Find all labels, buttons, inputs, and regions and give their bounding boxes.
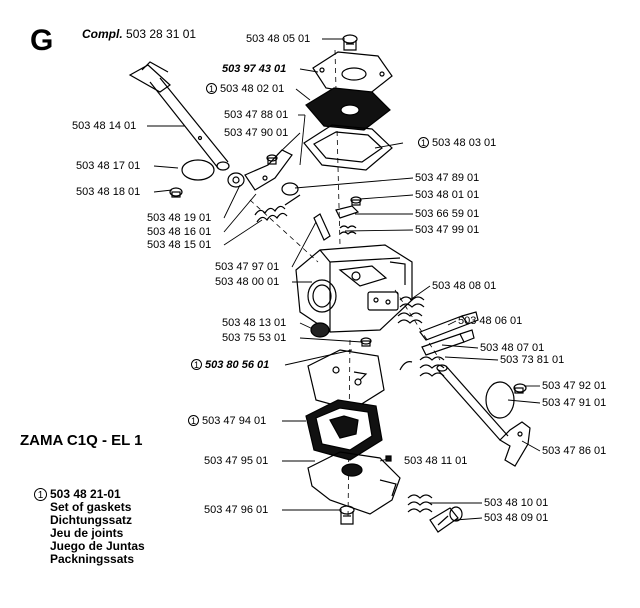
part-label: 503 66 59 01 bbox=[415, 208, 480, 220]
top-screw-part bbox=[342, 34, 358, 51]
part-label: 503 48 13 01 bbox=[222, 317, 287, 329]
nut-part bbox=[310, 322, 330, 338]
part-label: 503 48 18 01 bbox=[76, 186, 141, 198]
throttle-shaft-part bbox=[128, 61, 230, 171]
part-label: 503 47 91 01 bbox=[542, 397, 607, 409]
shaft-bushing-part bbox=[281, 182, 299, 196]
part-label: 503 48 09 01 bbox=[484, 512, 549, 524]
part-label: 503 48 19 01 bbox=[147, 212, 212, 224]
part-label: 503 48 15 01 bbox=[147, 239, 212, 251]
cover-screw-part bbox=[360, 337, 372, 347]
part-label: 503 73 81 01 bbox=[500, 354, 565, 366]
gasket-marker-icon: 1 bbox=[191, 359, 202, 370]
choke-lever-part bbox=[499, 421, 531, 467]
part-label: 503 48 11 01 bbox=[404, 455, 468, 467]
carburetor-model: ZAMA C1Q - EL 1 bbox=[20, 432, 143, 449]
leader-lines bbox=[147, 38, 541, 521]
throttle-lever-part bbox=[244, 149, 293, 191]
legend-line: Dichtungssatz bbox=[50, 513, 133, 527]
bottom-screw-part bbox=[339, 505, 355, 525]
part-label: 503 48 14 01 bbox=[72, 120, 137, 132]
metering-lever-part bbox=[335, 196, 362, 235]
part-label: 503 47 88 01 bbox=[224, 109, 289, 121]
part-label: 503 47 97 01 bbox=[215, 261, 280, 273]
part-label: 503 47 92 01 bbox=[542, 380, 607, 392]
legend-line: Set of gaskets bbox=[50, 500, 132, 514]
needle-part bbox=[313, 213, 331, 241]
bushing-part bbox=[227, 172, 245, 188]
legend-line: Packningssats bbox=[50, 552, 135, 566]
gasket-marker-icon: 1 bbox=[34, 488, 47, 501]
metering-diaphragm-part bbox=[307, 349, 385, 411]
metering-cover-part bbox=[307, 451, 401, 515]
part-label: 503 48 10 01 bbox=[484, 497, 549, 509]
pump-gasket-part bbox=[303, 124, 393, 171]
adjuster-springs-part bbox=[397, 296, 425, 324]
check-valve-part bbox=[385, 455, 392, 462]
part-label: 503 48 00 01 bbox=[215, 276, 280, 288]
complete-assembly-number: Compl. 503 28 31 01 bbox=[82, 27, 196, 41]
adjusting-needles-part bbox=[419, 311, 479, 356]
part-label: 503 48 16 01 bbox=[147, 226, 212, 238]
part-label: 503 48 01 01 bbox=[415, 189, 480, 201]
part-label: 503 47 86 01 bbox=[542, 445, 607, 457]
part-label: 503 48 05 01 bbox=[246, 33, 311, 45]
disc-screw-part bbox=[169, 187, 183, 198]
part-label: 503 47 89 01 bbox=[415, 172, 480, 184]
metering-gasket-part bbox=[305, 399, 383, 461]
gasket-marker-icon: 1 bbox=[206, 83, 217, 94]
part-label: 503 47 96 01 bbox=[204, 504, 269, 516]
gasket-marker-icon: 1 bbox=[188, 415, 199, 426]
part-label: 503 48 17 01 bbox=[76, 160, 141, 172]
part-label: 503 48 06 01 bbox=[458, 315, 523, 327]
part-label: 503 47 99 01 bbox=[415, 224, 480, 236]
compl-number: 503 28 31 01 bbox=[126, 27, 197, 41]
legend-part-number: 503 48 21-01 bbox=[50, 487, 121, 501]
idle-spring-part bbox=[407, 494, 433, 513]
part-label: 503 75 53 01 bbox=[222, 332, 287, 344]
pump-diaphragm-part bbox=[305, 87, 391, 131]
torsion-spring-part bbox=[254, 194, 301, 223]
part-label: 503 97 43 01 bbox=[222, 63, 287, 75]
choke-disc-part bbox=[485, 381, 515, 419]
idle-screw-part bbox=[429, 506, 463, 533]
part-label: 503 47 95 01 bbox=[204, 455, 269, 467]
throttle-disc-part bbox=[181, 159, 215, 181]
choke-shaft-part bbox=[436, 364, 509, 441]
legend-line: Jeu de joints bbox=[50, 526, 124, 540]
compl-label: Compl. bbox=[82, 27, 123, 41]
legend-line: Juego de Juntas bbox=[50, 539, 145, 553]
choke-screw-part bbox=[513, 383, 527, 394]
section-letter: G bbox=[30, 24, 54, 57]
part-label: 503 47 90 01 bbox=[224, 127, 289, 139]
gasket-marker-icon: 1 bbox=[418, 137, 429, 148]
part-label: 503 48 07 01 bbox=[480, 342, 545, 354]
pump-cover-part bbox=[312, 51, 393, 96]
part-label: 503 48 08 01 bbox=[432, 280, 497, 292]
lever-screw-part bbox=[266, 154, 278, 165]
